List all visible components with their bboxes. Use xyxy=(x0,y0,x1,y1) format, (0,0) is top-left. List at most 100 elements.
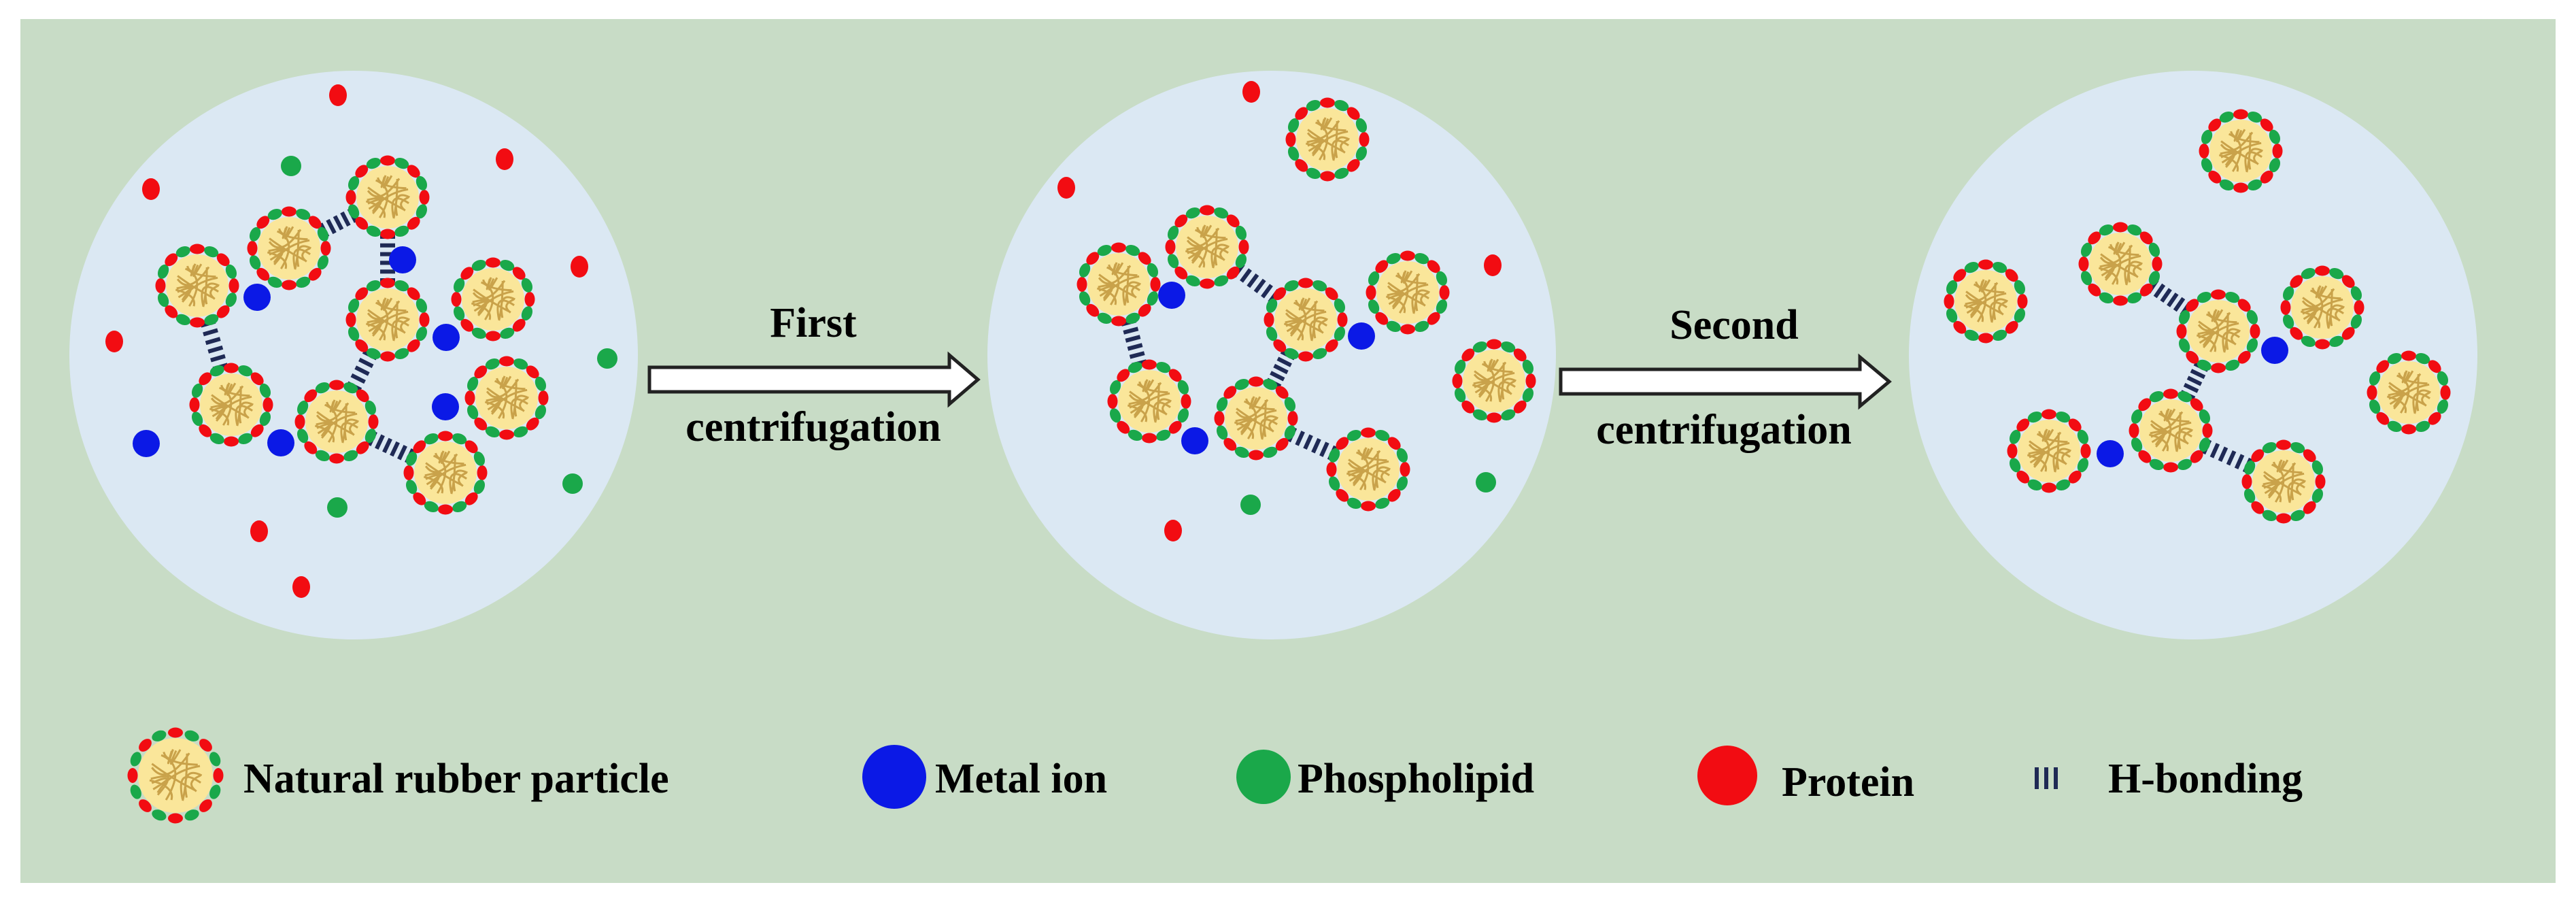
surface-phospholipid xyxy=(500,327,515,339)
surface-phospholipid xyxy=(2077,429,2089,444)
metal-ion xyxy=(267,429,294,456)
surface-phospholipid xyxy=(348,327,360,341)
surface-protein xyxy=(1298,351,1313,362)
surface-phospholipid xyxy=(2149,458,2164,471)
surface-phospholipid xyxy=(366,157,381,169)
surface-protein xyxy=(2129,423,2139,438)
surface-protein xyxy=(190,244,205,254)
surface-phospholipid xyxy=(2080,271,2092,286)
surface-protein xyxy=(1285,132,1296,147)
surface-phospholipid xyxy=(343,450,358,462)
surface-protein xyxy=(2341,275,2355,288)
surface-phospholipid xyxy=(1472,409,1487,421)
surface-phospholipid xyxy=(1368,271,1380,286)
surface-phospholipid xyxy=(2416,352,2430,365)
h-bond-stroke xyxy=(1240,268,1252,283)
rubber-particle xyxy=(1165,205,1249,289)
surface-phospholipid xyxy=(467,405,479,420)
surface-protein xyxy=(2041,482,2056,493)
step-label-line2: centrifugation xyxy=(685,404,940,450)
surface-phospholipid xyxy=(1079,263,1091,278)
surface-phospholipid xyxy=(2099,224,2114,236)
surface-phospholipid xyxy=(2127,224,2142,236)
surface-phospholipid xyxy=(2311,488,2324,503)
surface-protein xyxy=(1336,488,1349,502)
surface-protein xyxy=(2260,118,2273,132)
surface-phospholipid xyxy=(1125,244,1140,256)
h-bond-stroke xyxy=(1319,441,1329,457)
surface-phospholipid xyxy=(2437,371,2449,386)
surface-protein xyxy=(2017,294,2028,309)
rubber-particle xyxy=(1452,339,1536,423)
surface-phospholipid xyxy=(1328,476,1340,491)
h-bond-stroke xyxy=(333,215,344,231)
surface-phospholipid xyxy=(209,433,224,445)
surface-protein xyxy=(1295,158,1308,172)
surface-phospholipid xyxy=(2177,390,2192,403)
surface-protein xyxy=(451,292,462,307)
surface-protein xyxy=(1150,277,1161,292)
surface-protein xyxy=(1978,259,1993,270)
surface-protein xyxy=(2163,388,2178,399)
surface-phospholipid xyxy=(130,752,141,767)
surface-protein xyxy=(355,216,369,230)
h-bond-stroke xyxy=(1311,437,1321,454)
surface-protein xyxy=(2315,474,2326,489)
surface-phospholipid xyxy=(1964,329,1979,341)
surface-phospholipid xyxy=(1334,327,1346,341)
rubber-particle xyxy=(1264,278,1348,362)
surface-protein xyxy=(224,363,239,373)
surface-phospholipid xyxy=(2225,291,2240,303)
surface-phospholipid xyxy=(471,327,486,339)
h-bond-stroke xyxy=(397,445,407,461)
surface-phospholipid xyxy=(521,306,533,321)
surface-phospholipid xyxy=(1263,378,1278,390)
surface-protein xyxy=(2303,501,2316,514)
surface-protein xyxy=(1142,359,1157,370)
surface-protein xyxy=(1111,242,1126,253)
surface-protein xyxy=(256,216,270,229)
surface-phospholipid xyxy=(2225,359,2240,371)
legend-label-metal-ion: Metal ion xyxy=(935,756,1107,802)
surface-phospholipid xyxy=(2282,314,2294,329)
surface-phospholipid xyxy=(1312,348,1327,360)
surface-phospholipid xyxy=(1128,361,1142,373)
surface-protein xyxy=(538,390,549,405)
surface-protein xyxy=(460,267,474,280)
surface-protein xyxy=(1487,412,1502,423)
rubber-strands xyxy=(1283,297,1328,341)
h-bond-stroke xyxy=(1247,273,1259,288)
surface-phospholipid xyxy=(2127,292,2142,304)
h-bond-stroke xyxy=(1129,351,1145,359)
h-bond-stroke xyxy=(2209,443,2220,458)
metal-ion-icon xyxy=(862,745,926,809)
surface-phospholipid xyxy=(2269,158,2281,173)
surface-protein xyxy=(2113,295,2128,306)
surface-protein xyxy=(224,436,239,447)
surface-phospholipid xyxy=(1128,429,1142,441)
surface-phospholipid xyxy=(2149,390,2164,403)
surface-phospholipid xyxy=(1185,275,1200,287)
surface-protein xyxy=(282,280,296,290)
surface-protein xyxy=(294,414,305,429)
surface-phospholipid xyxy=(249,227,261,241)
h-bond-stroke xyxy=(2160,288,2172,303)
surface-protein xyxy=(1249,450,1264,461)
surface-phospholipid xyxy=(1368,299,1380,314)
surface-protein xyxy=(1953,320,1967,334)
protein xyxy=(496,148,513,170)
surface-protein xyxy=(2016,470,2030,484)
surface-phospholipid xyxy=(453,306,465,321)
surface-phospholipid xyxy=(2056,411,2071,423)
rubber-strands xyxy=(314,399,359,444)
rubber-particle xyxy=(2280,265,2365,350)
surface-protein xyxy=(2376,412,2390,425)
sample-circle-after-first xyxy=(987,71,1556,639)
surface-protein xyxy=(486,257,501,268)
surface-protein xyxy=(2068,470,2082,484)
surface-protein xyxy=(413,492,426,505)
process-arrow-icon xyxy=(1559,353,1892,410)
particle-scene xyxy=(105,81,2451,598)
surface-protein xyxy=(419,312,430,327)
surface-protein xyxy=(308,267,322,281)
